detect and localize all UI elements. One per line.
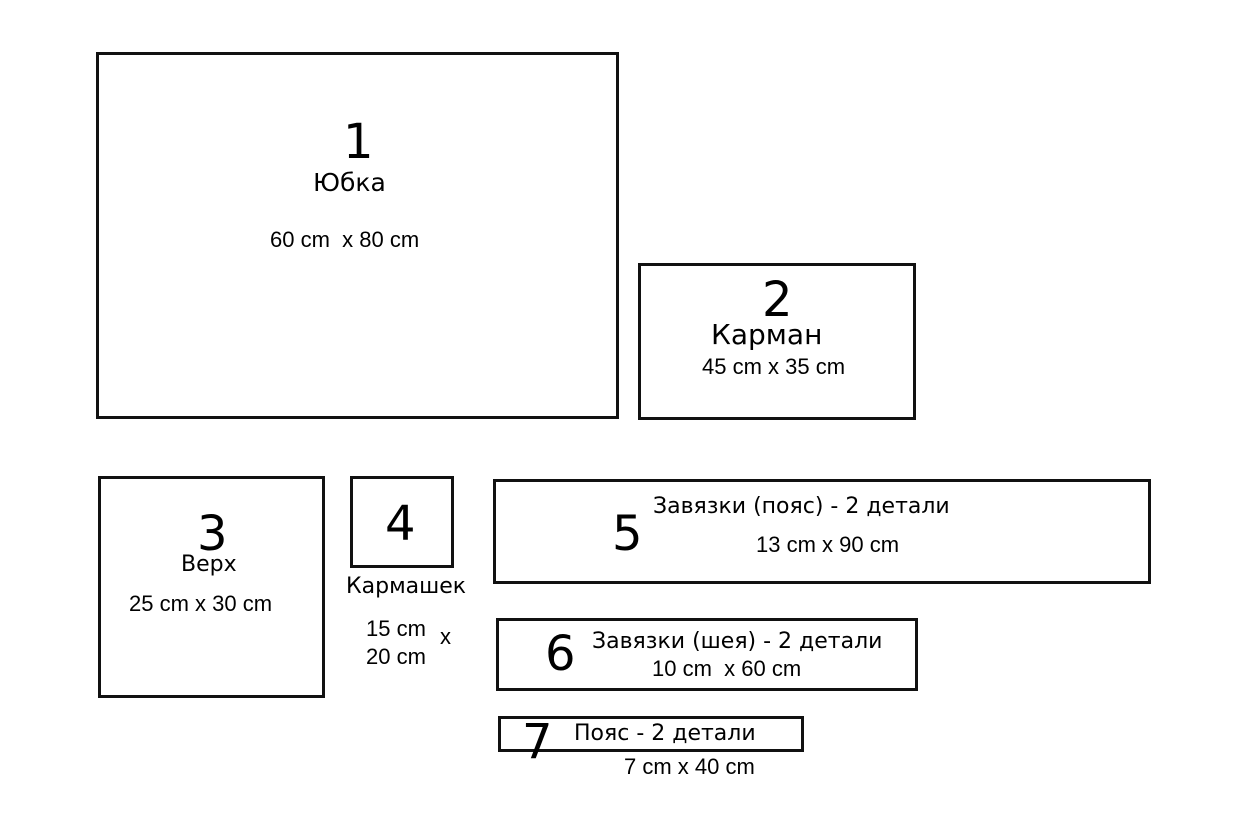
piece-3-size: 25 cm x 30 cm (129, 591, 273, 616)
piece-2-rect (638, 263, 916, 420)
piece-6-rect (496, 618, 918, 691)
piece-7-name: Пояс - 2 детали (574, 721, 756, 746)
piece-1-size: 60 cm x 80 cm (270, 227, 420, 252)
piece-1-number: 1 (343, 114, 374, 170)
piece-3-name: Верх (181, 552, 237, 577)
piece-5-number: 5 (612, 506, 643, 562)
piece-7-size: 7 cm x 40 cm (624, 754, 755, 779)
piece-7-number: 7 (522, 714, 553, 770)
piece-3-rect (98, 476, 325, 698)
piece-4-size-x: x (440, 624, 451, 649)
piece-5-rect (493, 479, 1151, 584)
piece-4-number: 4 (385, 496, 416, 552)
piece-7-rect (498, 716, 804, 752)
piece-5-size: 13 cm x 90 cm (756, 532, 900, 557)
piece-3-number: 3 (197, 506, 228, 562)
piece-4-size-line2: 20 cm (366, 644, 426, 669)
piece-6-size: 10 cm x 60 cm (652, 656, 802, 681)
piece-6-number: 6 (545, 626, 576, 682)
piece-1-name: Юбка (313, 168, 386, 197)
piece-4-name: Кармашек (346, 574, 467, 599)
piece-4-rect (350, 476, 454, 568)
piece-2-number: 2 (762, 272, 793, 328)
piece-1-rect (96, 52, 619, 419)
piece-5-name: Завязки (пояс) - 2 детали (653, 494, 950, 519)
piece-2-name: Карман (711, 318, 823, 351)
piece-2-size: 45 cm x 35 cm (702, 354, 846, 379)
piece-4-size-line1: 15 cm (366, 616, 426, 641)
piece-6-name: Завязки (шея) - 2 детали (592, 629, 883, 654)
